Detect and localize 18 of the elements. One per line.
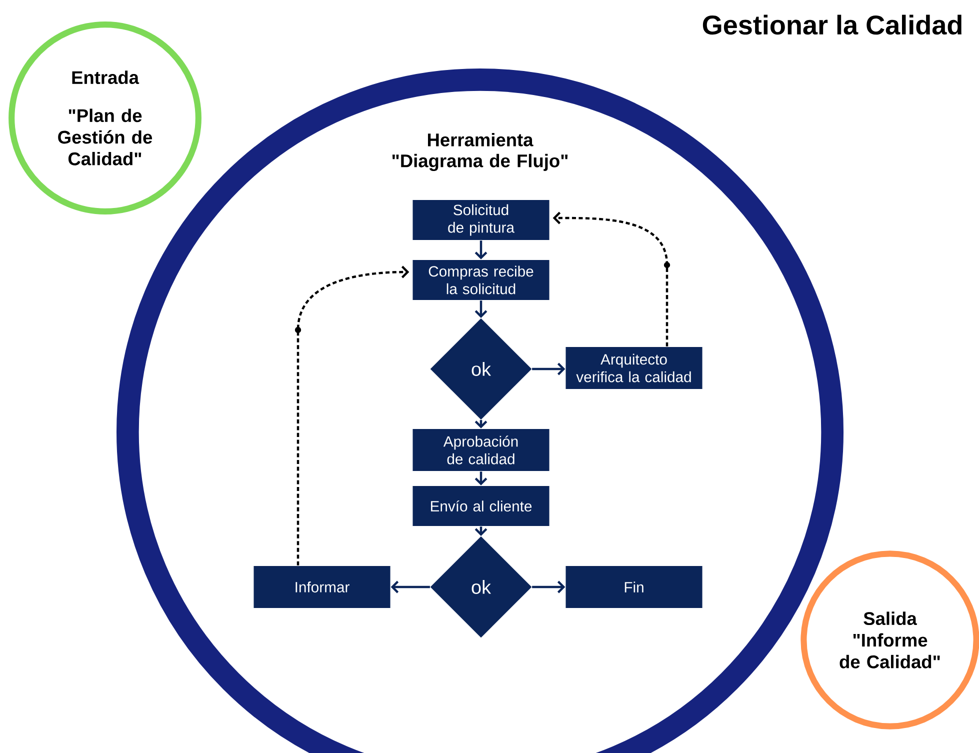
arrow: [532, 580, 566, 594]
process-box: Solicitud de pintura: [412, 199, 550, 241]
process-box: Informar: [253, 565, 391, 609]
arrow: [294, 266, 410, 566]
arrow: [390, 580, 430, 594]
arrow: [552, 212, 670, 346]
arrow: [474, 472, 488, 486]
circle-node: Entrada "Plan de Gestión de Calidad": [8, 22, 202, 214]
process-box: Arquitecto verifica la calidad: [565, 346, 703, 390]
heading: Herramienta "Diagrama de Flujo": [392, 132, 568, 171]
process-box: Fin: [565, 565, 703, 609]
title: Gestionar la Calidad: [702, 14, 962, 35]
arrow: [474, 300, 488, 318]
arrow: [474, 240, 488, 260]
process-box: Compras recibe la solicitud: [412, 259, 550, 301]
arrow: [532, 362, 566, 376]
process-box: Aprobación de calidad: [412, 428, 550, 472]
process-box: Envío al cliente: [412, 485, 550, 527]
